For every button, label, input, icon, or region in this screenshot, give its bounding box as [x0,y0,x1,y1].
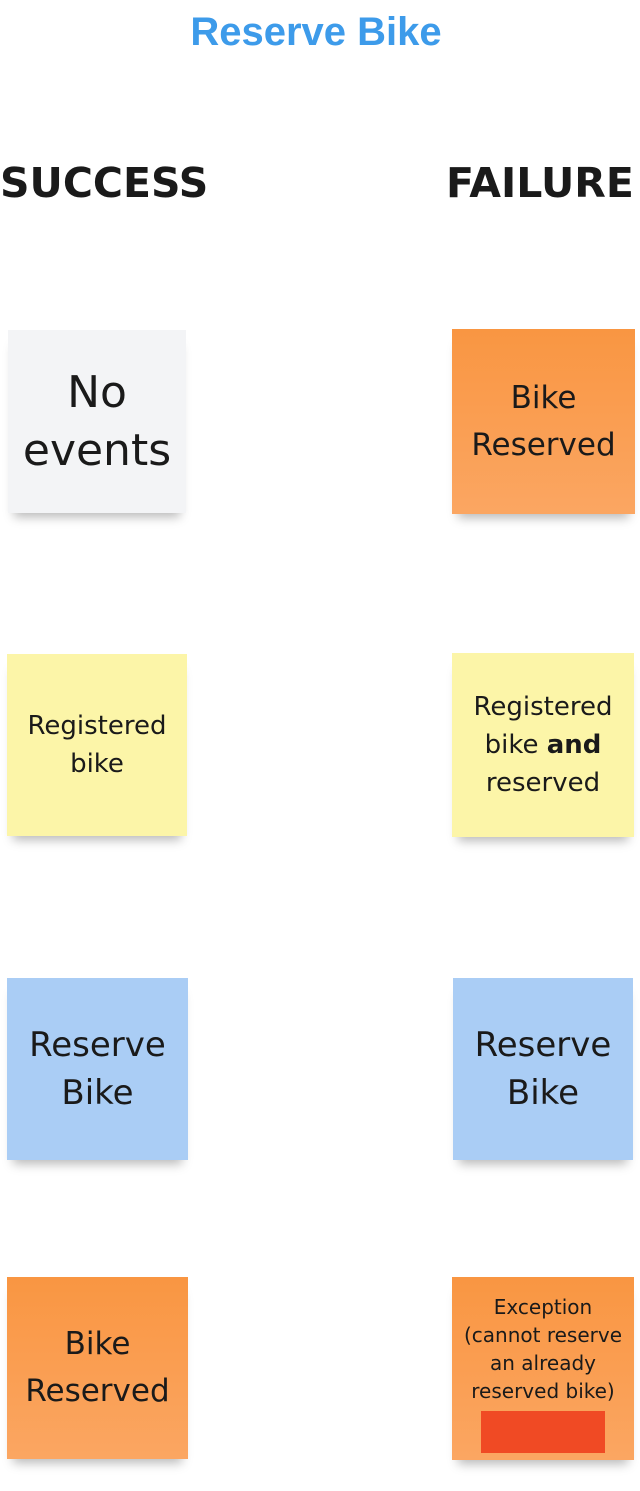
note-line: bike [70,749,124,779]
failure-given-note[interactable]: Bike Reserved [452,329,635,514]
note-line: Bike [510,379,577,416]
note-line: reserved [485,768,601,798]
note-line: events [22,424,172,476]
success-command-note[interactable]: Reserve Bike [7,978,188,1160]
failure-state-note[interactable]: Registered bike and reserved [452,653,634,837]
note-line: No [67,366,127,418]
note-line: reserved bike) [471,1379,615,1403]
failure-command-note[interactable]: Reserve Bike [453,978,633,1160]
note-emphasis: and [546,730,602,760]
note-line: Reserved [25,1373,170,1409]
note-line: Exception [493,1295,593,1319]
note-line: Reserve [474,1025,612,1065]
note-text: bike [484,730,539,760]
success-event-note[interactable]: Bike Reserved [7,1277,188,1459]
note-line: (cannot reserve [463,1323,623,1347]
failure-exception-note[interactable]: Exception (cannot reserve an already res… [452,1277,634,1460]
note-line: Bike [61,1073,134,1113]
note-line: Bike [506,1073,580,1113]
success-given-note[interactable]: No events [8,330,186,513]
note-line: an already [490,1351,596,1375]
failure-column-heading: FAILURE [446,159,634,207]
note-line: Registered [27,711,167,741]
success-column-heading: SUCCESS [0,159,209,207]
board-title: Reserve Bike [190,10,442,54]
note-line: Registered [473,692,613,722]
note-line: Reserved [471,426,616,463]
exception-marker [481,1411,605,1453]
note-line: bike and [485,726,602,764]
success-state-note[interactable]: Registered bike [7,654,187,836]
note-line: Reserve [29,1025,166,1065]
note-line: Bike [64,1326,131,1362]
